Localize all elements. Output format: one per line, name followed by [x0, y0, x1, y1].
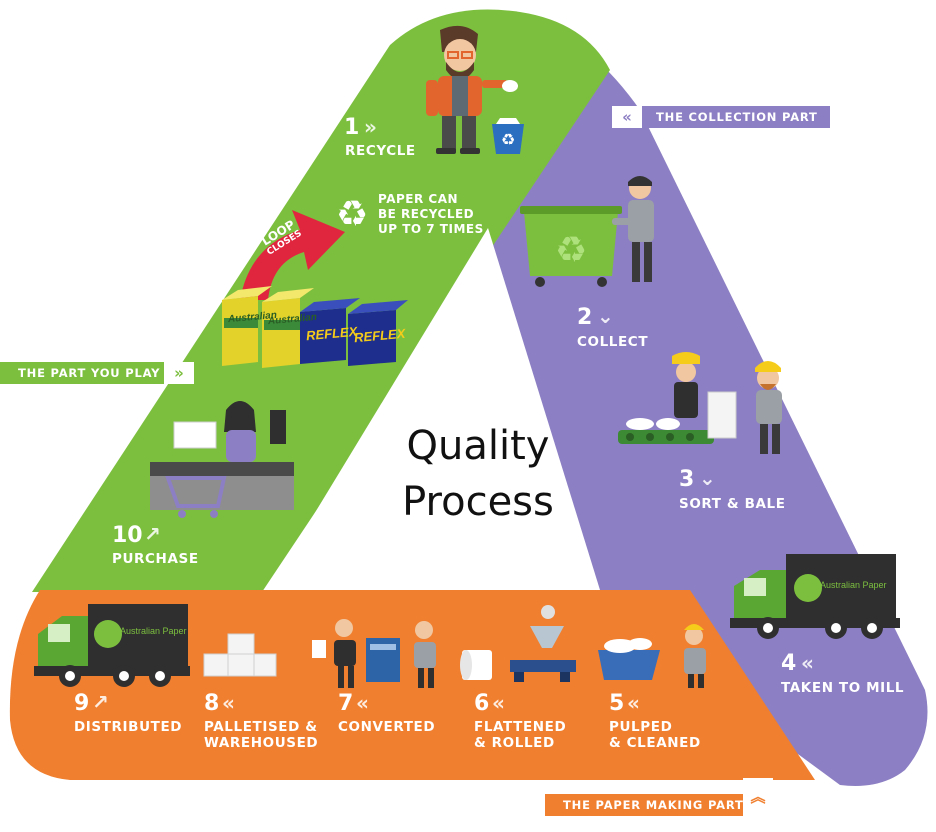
step-1-chevron-icon: »: [364, 115, 377, 139]
pulping-machine: [598, 624, 706, 688]
step-7-chevron-icon: «: [356, 691, 369, 715]
step-4-number: 4: [781, 651, 797, 676]
step-3-label: SORT & BALE: [679, 496, 786, 512]
step-9-label: DISTRIBUTED: [74, 719, 183, 735]
title-line1: Quality: [406, 423, 550, 469]
chevron-up-icon: ︽: [743, 778, 773, 816]
blue-recycle-bin: ♻: [492, 118, 524, 154]
chevron-left-icon: «: [612, 106, 642, 128]
step-8-chevron-icon: «: [222, 691, 235, 715]
sorting-man: [755, 361, 782, 454]
sorting-woman: [672, 352, 700, 418]
truck-illustration-distribute: [34, 604, 190, 687]
step-9-chevron-icon: ↗: [92, 690, 109, 714]
sorting-conveyor: [618, 391, 737, 444]
step-7-number: 7: [338, 691, 354, 716]
tag-part-you-play: THE PART YOU PLAY »: [0, 362, 196, 384]
loop-arrow: [240, 210, 345, 300]
tag-part-you-play-label: THE PART YOU PLAY: [18, 366, 161, 380]
converting-workers: [312, 619, 436, 688]
checkout-illustration: [150, 401, 294, 518]
step-8-label-1: PALLETISED &: [204, 719, 318, 735]
step-3-number: 3: [679, 467, 695, 492]
step-6-chevron-icon: «: [492, 691, 505, 715]
step-2-label: COLLECT: [577, 334, 649, 350]
tag-paper-making-part-label: THE PAPER MAKING PART: [563, 798, 744, 812]
title-line2: Process: [402, 479, 554, 525]
collection-bin-illustration: ♻: [520, 206, 622, 287]
paper-packs: [222, 286, 408, 368]
collector-man: [612, 176, 654, 282]
recycle-icon: ♻: [336, 194, 368, 235]
step-10-label: PURCHASE: [112, 551, 199, 567]
step-8-number: 8: [204, 691, 220, 716]
step-4-chevron-icon: «: [801, 651, 814, 675]
step-5-label-2: & CLEANED: [609, 735, 701, 751]
step-2-chevron-icon: ⌄: [597, 304, 614, 328]
step-10-chevron-icon: ↗: [144, 522, 161, 546]
chevron-right-icon: »: [164, 362, 194, 384]
tag-collection-part-label: THE COLLECTION PART: [656, 110, 818, 124]
recycle-note-line3: UP TO 7 TIMES: [378, 222, 484, 236]
step-5-chevron-icon: «: [627, 691, 640, 715]
tag-collection-part: « THE COLLECTION PART: [612, 106, 830, 128]
paper-roll-machine: [460, 605, 576, 682]
pallet-stack: [203, 633, 277, 677]
diagram-title: Quality Process: [360, 418, 596, 530]
step-10-number: 10: [112, 523, 143, 548]
svg-text:♻: ♻: [501, 130, 515, 149]
paper-making-band: [9, 590, 816, 780]
step-6-number: 6: [474, 691, 490, 716]
recycle-note-line2: BE RECYCLED: [378, 207, 475, 221]
truck-brand-label: Australian Paper: [820, 580, 887, 590]
recycling-man-illustration: [426, 25, 518, 154]
step-8-label-2: WAREHOUSED: [204, 735, 319, 751]
svg-text:♻: ♻: [555, 230, 587, 271]
step-5-number: 5: [609, 691, 625, 716]
inner-triangle: [268, 228, 600, 590]
step-6-label-1: FLATTENED: [474, 719, 567, 735]
step-1-label: RECYCLE: [345, 143, 416, 159]
step-5-label-1: PULPED: [609, 719, 673, 735]
step-9-number: 9: [74, 691, 90, 716]
step-1-number: 1: [344, 115, 360, 140]
step-3-chevron-icon: ⌄: [699, 466, 716, 490]
truck-illustration-mill: [730, 554, 900, 639]
step-6-label-2: & ROLLED: [474, 735, 555, 751]
step-4-label: TAKEN TO MILL: [781, 680, 905, 696]
truck-brand-label-2: Australian Paper: [120, 626, 187, 636]
recycle-note-line1: PAPER CAN: [378, 192, 459, 206]
tag-paper-making-part: THE PAPER MAKING PART ︽: [545, 778, 773, 816]
step-2-number: 2: [577, 305, 593, 330]
step-7-label: CONVERTED: [338, 719, 436, 735]
